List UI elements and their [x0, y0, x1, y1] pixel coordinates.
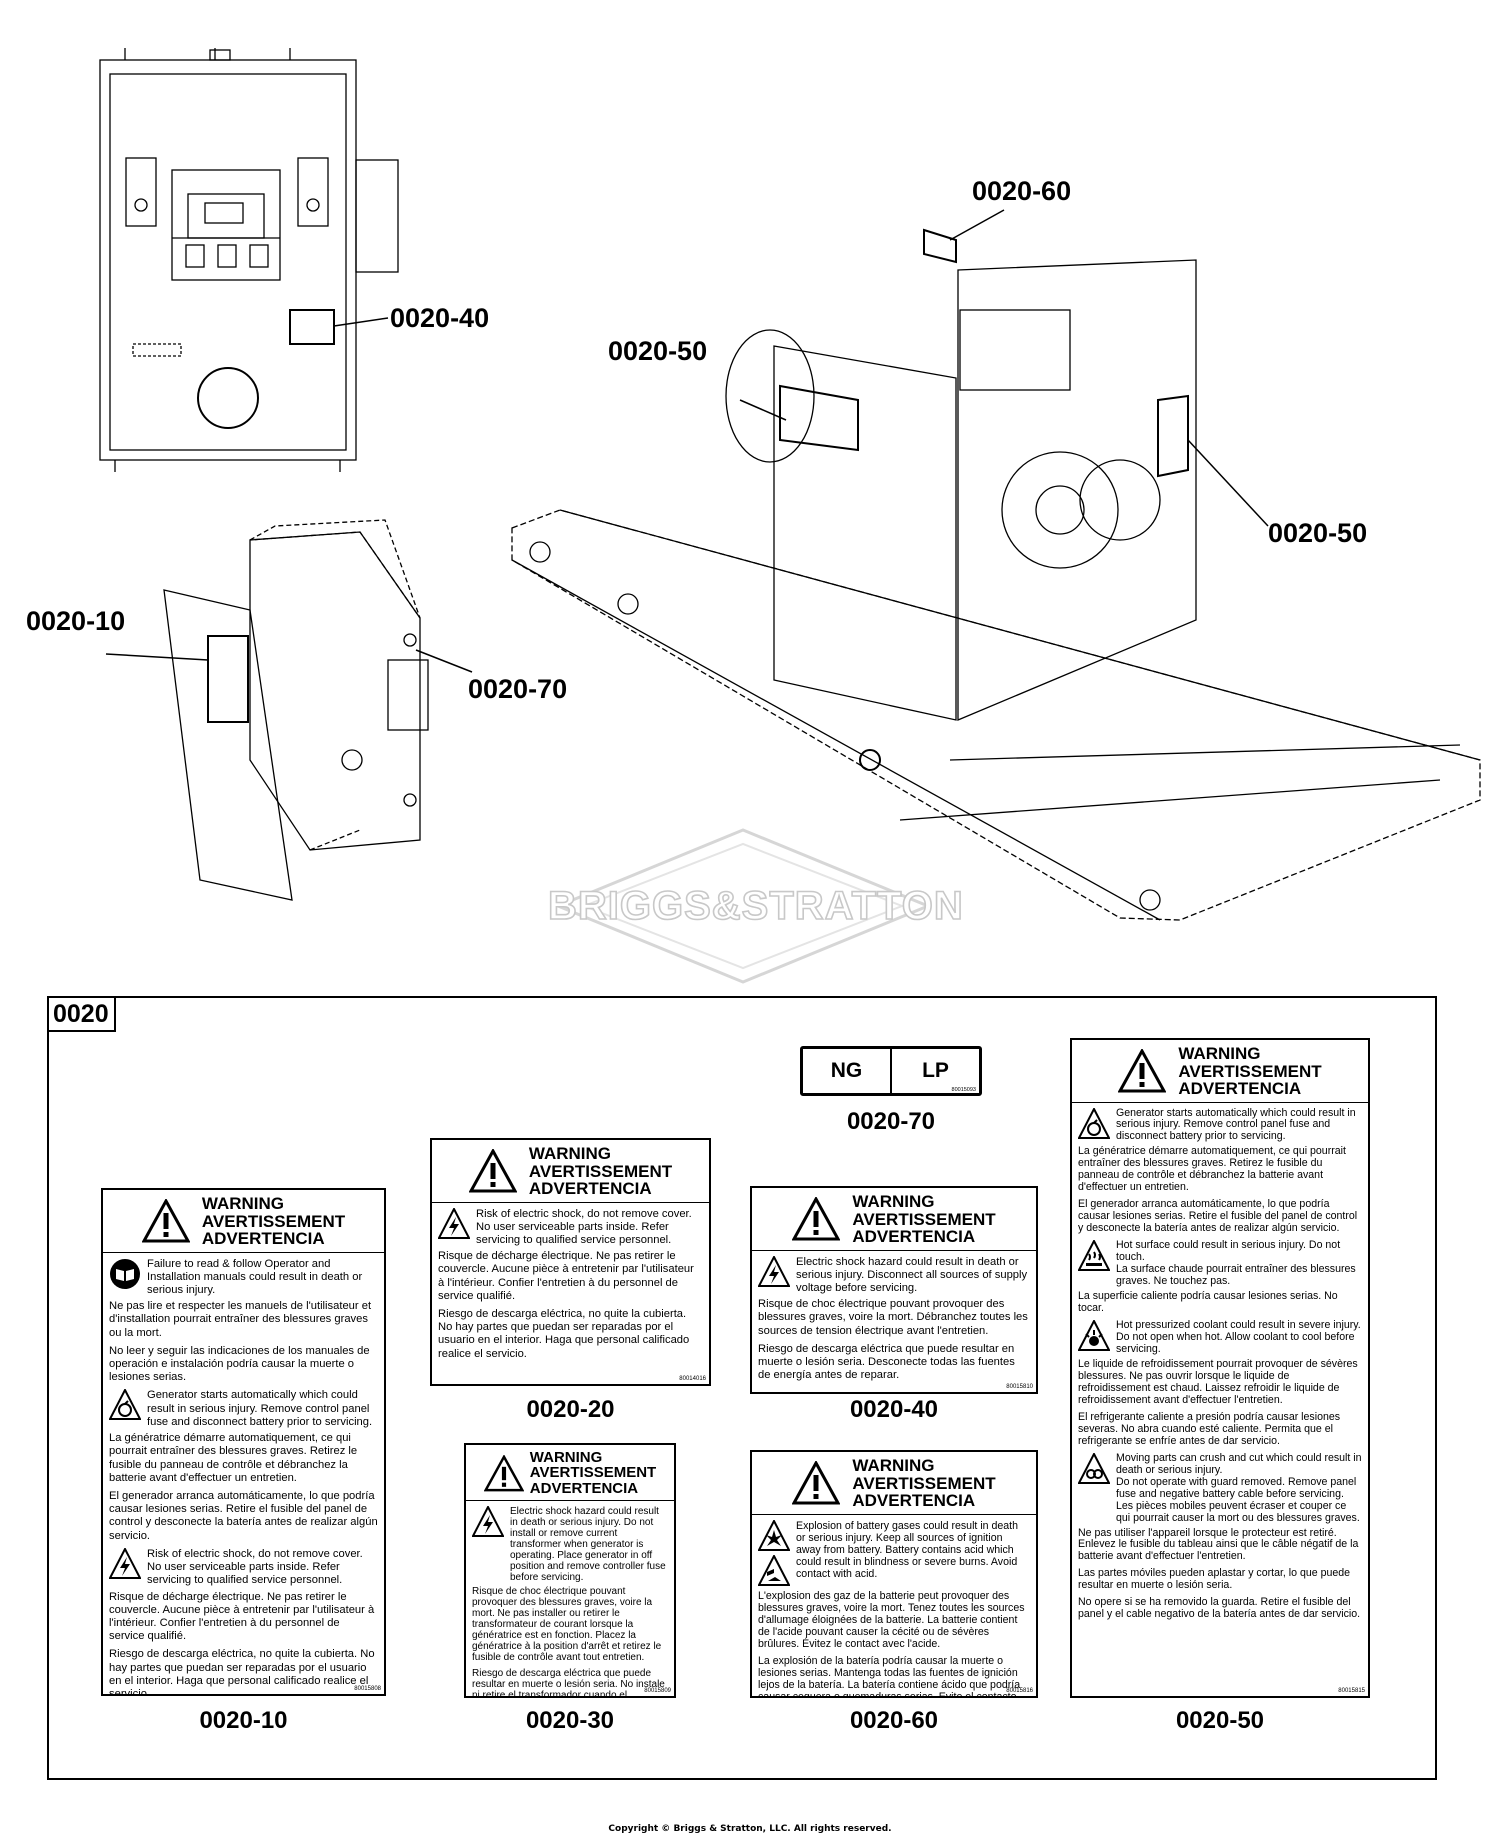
watermark-text: BRIGGS&STRATTON — [547, 883, 964, 929]
warning-triangle-icon — [468, 1149, 517, 1193]
control-box-drawing — [105, 519, 473, 901]
callout-0020-50-left: 0020-50 — [608, 336, 708, 366]
automatic-start-icon — [1077, 1106, 1111, 1140]
caption-0020-20: 0020-20 — [526, 1396, 615, 1423]
fuel-tag-part-number: 80015093 — [951, 1087, 976, 1093]
caption-0020-70: 0020-70 — [846, 1108, 936, 1135]
part-number: 80015810 — [1006, 1383, 1033, 1390]
copyright-notice: Copyright © Briggs & Stratton, LLC. All … — [608, 1824, 892, 1834]
read-manual-icon — [109, 1258, 141, 1290]
caption-0020-30: 0020-30 — [525, 1707, 615, 1734]
warning-triangle-icon — [483, 1454, 524, 1492]
callout-0020-70: 0020-70 — [468, 674, 568, 704]
generator-frame-drawing — [511, 209, 1481, 921]
briggs-stratton-watermark: BRIGGS&STRATTON — [547, 826, 964, 986]
parts-box-id: 0020 — [49, 998, 116, 1032]
callout-0020-50-right: 0020-50 — [1268, 518, 1368, 548]
warning-triangle-icon — [792, 1197, 841, 1241]
fuel-type-tag: NG LP 80015093 — [800, 1046, 982, 1096]
part-number: 80015816 — [1006, 1688, 1033, 1695]
moving-parts-icon — [1077, 1451, 1111, 1485]
warning-triangle-icon — [792, 1461, 841, 1505]
caption-0020-10: 0020-10 — [199, 1707, 288, 1734]
fuel-ng: NG — [830, 1059, 863, 1082]
part-number: 80015808 — [354, 1685, 381, 1692]
explosion-icon — [758, 1519, 790, 1551]
callout-0020-10: 0020-10 — [26, 606, 126, 636]
automatic-start-icon — [108, 1388, 142, 1421]
decal-parts-box: 0020 — [47, 996, 1437, 1780]
callout-0020-60: 0020-60 — [972, 176, 1072, 206]
electric-shock-icon — [757, 1254, 791, 1288]
acid-burn-icon — [758, 1554, 790, 1586]
warning-triangle-icon — [1118, 1049, 1167, 1093]
electric-shock-icon — [437, 1206, 471, 1240]
part-number: 80015815 — [1338, 1688, 1365, 1695]
caption-0020-40: 0020-40 — [849, 1396, 939, 1423]
control-panel-drawing — [99, 48, 399, 472]
fuel-lp: LP — [890, 1049, 979, 1093]
part-number: 80014016 — [679, 1375, 706, 1382]
caption-0020-60: 0020-60 — [849, 1707, 939, 1734]
part-number: 80015809 — [644, 1688, 671, 1695]
hot-surface-icon — [1077, 1239, 1111, 1272]
pressurized-coolant-icon — [1077, 1318, 1111, 1352]
callout-0020-40: 0020-40 — [390, 303, 490, 333]
electric-shock-icon — [108, 1546, 142, 1580]
electric-shock-icon — [471, 1505, 505, 1538]
caption-0020-50: 0020-50 — [1175, 1707, 1265, 1734]
exploded-view-drawing — [99, 48, 1481, 921]
warning-triangle-icon — [141, 1199, 190, 1243]
